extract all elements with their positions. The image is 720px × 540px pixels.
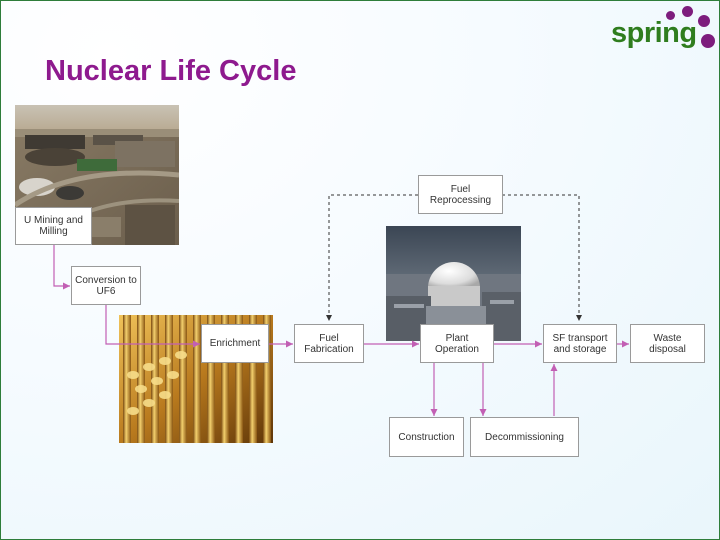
node-label: SF transport and storage [552,332,608,355]
mining-site-aerial-photo [15,105,179,245]
edge-conversion-enrichment [105,305,200,348]
node-label: Decommissioning [485,431,564,443]
spring-logo: spring [601,3,719,61]
mining-site-image [15,105,179,245]
node-label: Fuel Fabrication [304,332,354,355]
edge-mining-conversion [53,245,70,290]
node-enrichment: Enrichment [201,324,269,363]
node-sf-transport-storage: SF transport and storage [543,324,617,363]
node-conversion-uf6: Conversion to UF6 [71,266,141,305]
node-fuel-fabrication: Fuel Fabrication [294,324,364,363]
node-waste-disposal: Waste disposal [630,324,705,363]
node-label: U Mining and Milling [24,215,83,237]
logo-dot [698,15,710,27]
logo-dot [701,34,715,48]
slide-title: Nuclear Life Cycle [45,55,297,87]
edge-reprocessing-fabrication [326,194,418,321]
node-label: Enrichment [209,338,261,349]
node-label: Plant Operation [435,332,479,355]
node-label: Conversion to UF6 [75,274,137,297]
node-construction: Construction [389,417,464,457]
logo-dot [682,6,693,17]
node-u-mining-milling: U Mining and Milling [15,207,92,245]
node-label: Waste disposal [649,332,686,355]
node-label: Fuel Reprocessing [429,183,492,206]
edge-reprocessing-sftransport [502,194,582,321]
node-plant-operation: Plant Operation [420,324,494,363]
node-label: Construction [398,431,455,443]
node-decommissioning: Decommissioning [470,417,579,457]
node-fuel-reprocessing: Fuel Reprocessing [418,175,503,214]
logo-dot [666,11,675,20]
logo-text: spring [611,17,697,49]
